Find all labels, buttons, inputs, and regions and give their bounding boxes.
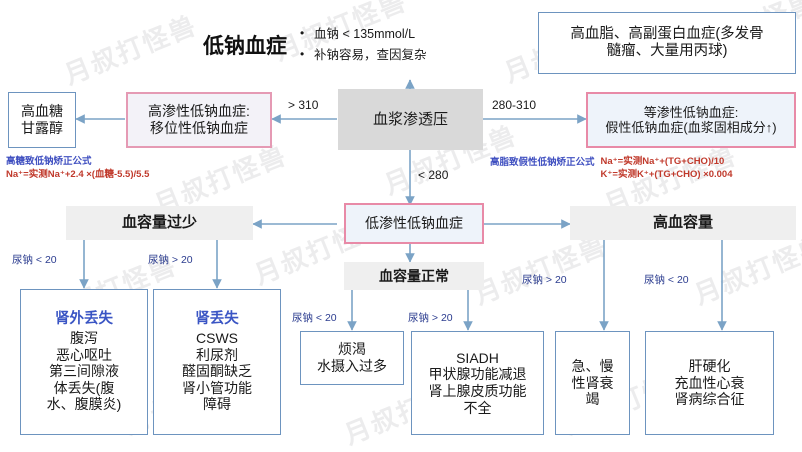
node-line: 高渗性低钠血症:	[148, 103, 250, 120]
node-line: 高血糖	[21, 103, 63, 120]
node-line: 肾上腺皮质功能	[428, 383, 527, 399]
edge-label-urine-na-gt20-euvolemia: 尿钠 > 20	[408, 312, 453, 324]
node-line: 高血容量	[652, 214, 713, 232]
node-hypervolemia[interactable]: 高血容量	[570, 206, 796, 240]
node-line: 腹泻	[70, 330, 98, 347]
formula-heading: 高糖致低钠矫正公式	[6, 156, 92, 167]
node-line: 假性低钠血症(血浆固相成分↑)	[605, 120, 777, 135]
formula-body: Na⁺=实测Na⁺+2.4 ×(血糖-5.5)/5.5	[6, 168, 150, 180]
node-line: 甘露醇	[21, 120, 63, 136]
edge-label-gt310: > 310	[288, 98, 319, 112]
node-line: 第三间隙液	[49, 363, 119, 380]
node-line: 高血脂、高副蛋白血症(多发骨	[570, 25, 764, 42]
bullet-item: 血钠 < 135mmol/L	[298, 23, 528, 45]
node-line: 肾小管功能	[182, 379, 252, 396]
node-line: 醛固酮缺乏	[182, 363, 252, 380]
node-line: 水、腹膜炎)	[46, 396, 122, 413]
edge-label-urine-na-lt20-euvolemia: 尿钠 < 20	[292, 312, 337, 324]
formula-glucose-correction: 高糖致低钠矫正公式 Na⁺=实测Na⁺+2.4 ×(血糖-5.5)/5.5	[6, 156, 149, 182]
node-line: 肾病综合征	[674, 391, 745, 408]
node-line: 急、慢	[571, 358, 614, 375]
bullet-item: 补钠容易，查因复杂	[298, 44, 528, 66]
node-plasma-osmolality[interactable]: 血浆渗透压	[338, 89, 483, 150]
node-polydipsia[interactable]: 烦渴 水摄入过多	[300, 331, 404, 385]
edge-label-urine-na-lt20-hypervolemia: 尿钠 < 20	[644, 274, 689, 286]
node-cirrhosis[interactable]: 肝硬化 充血性心衰 肾病综合征	[645, 331, 774, 435]
node-line: 充血性心衰	[674, 374, 745, 391]
node-line: 烦渴	[338, 341, 366, 358]
page-title: 低钠血症	[203, 35, 287, 58]
flowchart-canvas: 月叔打怪兽 月叔打怪兽 月叔打怪兽 月叔打怪兽 月叔打怪兽 月叔打怪兽 月叔打怪…	[0, 0, 802, 440]
node-hypotonic-hyponatremia[interactable]: 低渗性低钠血症	[344, 203, 484, 244]
edge-label-lt280: < 280	[418, 168, 449, 182]
node-line: 血浆渗透压	[372, 110, 448, 128]
node-line: 等渗性低钠血症:	[643, 104, 739, 120]
node-hypertonic-hyponatremia[interactable]: 高渗性低钠血症: 移位性低钠血症	[126, 92, 272, 148]
node-line: 不全	[463, 399, 492, 416]
bullet-list: 血钠 < 135mmol/L 补钠容易，查因复杂	[298, 23, 528, 67]
formula-lipid-correction: 高脂致假性低钠矫正公式 Na⁺=实测Na⁺+(TG+CHO)/10 K⁺=实测K…	[490, 156, 733, 182]
formula-body: Na⁺=实测Na⁺+(TG+CHO)/10	[600, 156, 725, 167]
node-line: CSWS	[196, 330, 238, 347]
node-hyperglycemia-mannitol[interactable]: 高血糖 甘露醇	[8, 92, 76, 148]
node-line: 血容量正常	[379, 267, 449, 284]
node-heading: 肾外丢失	[55, 311, 113, 328]
node-renal-failure[interactable]: 急、慢 性肾衰 竭	[555, 331, 630, 435]
node-hypovolemia[interactable]: 血容量过少	[66, 206, 253, 240]
node-line: 甲状腺功能减退	[428, 366, 527, 383]
edge-label-280-310: 280-310	[492, 98, 537, 112]
node-line: 髓瘤、大量用丙球)	[606, 43, 728, 59]
node-line: 性肾衰	[571, 374, 614, 391]
node-line: 移位性低钠血症	[150, 120, 248, 136]
node-extrarenal-loss[interactable]: 肾外丢失 腹泻 恶心呕吐 第三间隙液 体丢失(腹 水、腹膜炎)	[20, 289, 148, 435]
node-euvolemia[interactable]: 血容量正常	[344, 262, 484, 290]
edge-label-urine-na-gt20-hypervolemia: 尿钠 > 20	[522, 274, 567, 286]
node-line: 血容量过少	[121, 214, 197, 232]
edge-label-urine-na-gt20-hypovolemia: 尿钠 > 20	[148, 254, 193, 266]
formula-heading: 高脂致假性低钠矫正公式	[490, 157, 595, 168]
node-line: 低渗性低钠血症	[365, 215, 463, 232]
node-line: 障碍	[203, 396, 231, 413]
node-heading: 肾丢失	[195, 311, 239, 328]
edge-label-urine-na-lt20-hypovolemia: 尿钠 < 20	[12, 254, 57, 266]
node-line: 肝硬化	[688, 358, 731, 375]
node-hyperlipidemia[interactable]: 高血脂、高副蛋白血症(多发骨 髓瘤、大量用丙球)	[538, 12, 796, 74]
node-line: 利尿剂	[196, 346, 238, 363]
node-renal-loss[interactable]: 肾丢失 CSWS 利尿剂 醛固酮缺乏 肾小管功能 障碍	[153, 289, 281, 435]
node-line: 体丢失(腹	[53, 379, 115, 396]
formula-body: K⁺=实测K⁺+(TG+CHO) ×0.004	[600, 168, 733, 180]
node-line: 恶心呕吐	[56, 346, 112, 363]
node-line: SIADH	[456, 349, 499, 366]
node-isotonic-hyponatremia[interactable]: 等渗性低钠血症: 假性低钠血症(血浆固相成分↑)	[586, 92, 796, 148]
node-line: 水摄入过多	[317, 358, 387, 374]
node-siadh[interactable]: SIADH 甲状腺功能减退 肾上腺皮质功能 不全	[411, 331, 544, 435]
node-line: 竭	[585, 391, 600, 408]
